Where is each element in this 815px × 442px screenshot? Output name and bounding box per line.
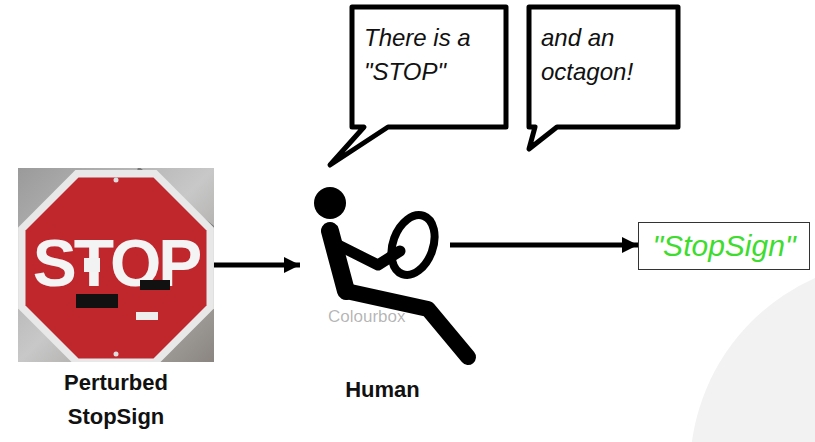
sticker-layer (18, 168, 214, 362)
output-label: "StopSign" (639, 223, 809, 269)
black-sticker (140, 280, 170, 290)
driver-icon (300, 185, 480, 375)
node-caption: Perturbed StopSign (41, 366, 191, 434)
speech-bubble: and an octagon! (525, 3, 682, 131)
head (314, 187, 346, 219)
bubble-shape (330, 7, 506, 165)
bubble-text: and an octagon! (541, 21, 670, 89)
speech-bubble: There is a "STOP" (348, 3, 510, 131)
output-label-box: "StopSign" (638, 222, 810, 270)
black-sticker (76, 294, 118, 308)
white-sticker (84, 258, 100, 272)
human-driver: ColourboxHuman (300, 185, 450, 410)
sign-lettering: STOP (18, 226, 214, 300)
watermark: Colourbox (328, 307, 406, 327)
bubble-shape (529, 7, 678, 149)
steering-wheel (384, 209, 443, 281)
sign-rim (18, 170, 214, 362)
node-caption: Human (300, 375, 465, 405)
bolt (114, 178, 119, 183)
white-sticker (136, 312, 158, 320)
flow-arrow (214, 263, 300, 268)
flow-arrow (450, 243, 638, 248)
bubble-text: There is a "STOP" (364, 21, 498, 89)
stop-sign-photo: STOP Perturbed StopSign (18, 168, 214, 440)
bolt (114, 352, 119, 357)
gray-circle (690, 260, 815, 442)
